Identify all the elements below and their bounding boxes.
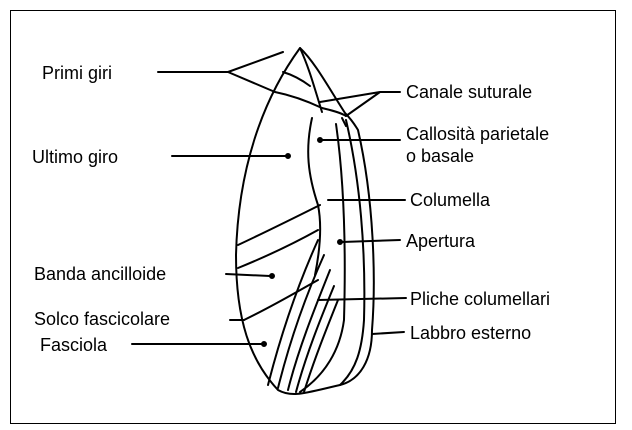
label-apertura: Apertura [406,231,475,251]
label-labbro-esterno: Labbro esterno [410,323,531,343]
label-callosita-line2: o basale [406,146,474,166]
dot-banda [270,274,274,278]
label-callosita-line1: Callosità parietale [406,124,549,144]
leader-apertura [342,240,400,242]
dot-ultimo-giro [286,154,290,158]
label-solco-fascicolare: Solco fascicolare [34,309,170,329]
label-ultimo-giro: Ultimo giro [32,147,118,167]
leader-pliche [318,298,406,300]
leader-canale [320,92,400,116]
label-pliche-columellari: Pliche columellari [410,289,550,309]
leader-banda [226,274,270,276]
ancilloid-band-lines [238,205,320,268]
fasciole-groove [244,280,318,320]
leader-primi-giri [158,52,283,92]
label-primi-giri: Primi giri [42,63,112,83]
leader-labbro [372,332,404,334]
columellar-plaits [268,240,338,392]
aperture-outline [340,120,364,385]
spire-lines [275,48,322,112]
label-fasciola: Fasciola [40,335,107,355]
dot-fasciola [262,342,266,346]
label-banda-ancilloide: Banda ancilloide [34,264,166,284]
label-canale-suturale: Canale suturale [406,82,532,102]
dot-callosita [318,138,322,142]
dot-apertura [338,240,342,244]
label-columella: Columella [410,190,490,210]
